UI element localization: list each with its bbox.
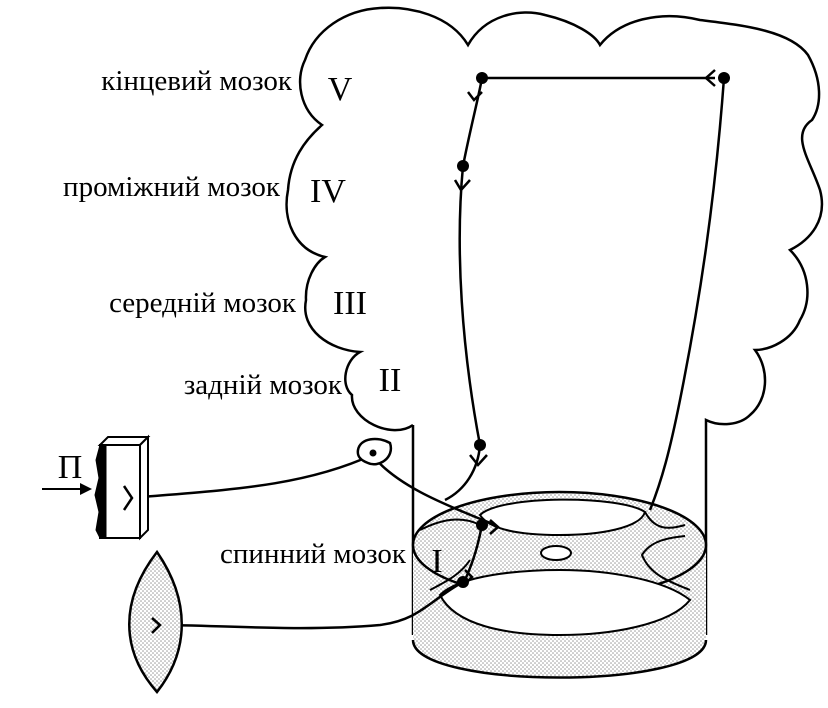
brain-outline	[285, 6, 823, 635]
pathway-V-IV	[461, 77, 484, 167]
numeral-V: V	[328, 71, 353, 108]
receptor-ending	[122, 485, 134, 511]
numeral-IV: IV	[310, 173, 346, 210]
numeral-I: I	[431, 543, 442, 580]
synapse-spinal-upper	[489, 519, 500, 535]
stimulus-label: П	[58, 449, 83, 486]
label-hindbrain: задній мозок	[184, 369, 343, 401]
gray-matter-horn-left-upper	[419, 518, 481, 531]
skin-block-side	[139, 434, 149, 541]
neuron-body-top-right	[718, 72, 730, 84]
skin-epidermis	[94, 444, 107, 539]
ganglion-cell	[369, 449, 377, 457]
pathway-IV-II	[458, 165, 482, 446]
motor-ending	[151, 617, 162, 634]
numeral-III: III	[333, 285, 367, 322]
label-telencephalon: кінцевий мозок	[101, 65, 293, 97]
neuron-body-spinal-upper	[476, 519, 488, 531]
synapse-top-right	[704, 69, 716, 87]
label-diencephalon: проміжний мозок	[63, 171, 281, 203]
pathway-II-spinal	[444, 444, 482, 502]
white-matter-lower	[438, 568, 692, 637]
ascending-pathway-right	[648, 77, 726, 511]
white-matter-upper	[478, 498, 647, 537]
synapse-V	[467, 91, 483, 102]
central-canal	[540, 545, 572, 561]
synapse-II	[469, 454, 488, 467]
sensory-fiber	[129, 453, 373, 500]
skin-block-front	[99, 444, 141, 539]
label-spinal-cord: спинний мозок	[220, 538, 407, 570]
neuron-body-spinal-lower	[457, 576, 469, 588]
gray-matter-horn-right-upper	[644, 511, 686, 529]
synapse-IV	[453, 179, 471, 193]
neuron-body-II	[474, 439, 486, 451]
numeral-II: II	[379, 362, 402, 399]
gray-matter-horn-right-lower	[640, 535, 691, 591]
label-midbrain: середній мозок	[109, 287, 297, 319]
stimulus-arrow-head	[80, 483, 92, 495]
spinal-segment-bottom-rim	[411, 639, 708, 679]
neuron-body-IV	[457, 160, 469, 172]
neuron-body-V	[476, 72, 488, 84]
motor-fiber	[157, 580, 464, 630]
gray-matter-horn-left-lower	[429, 559, 471, 591]
